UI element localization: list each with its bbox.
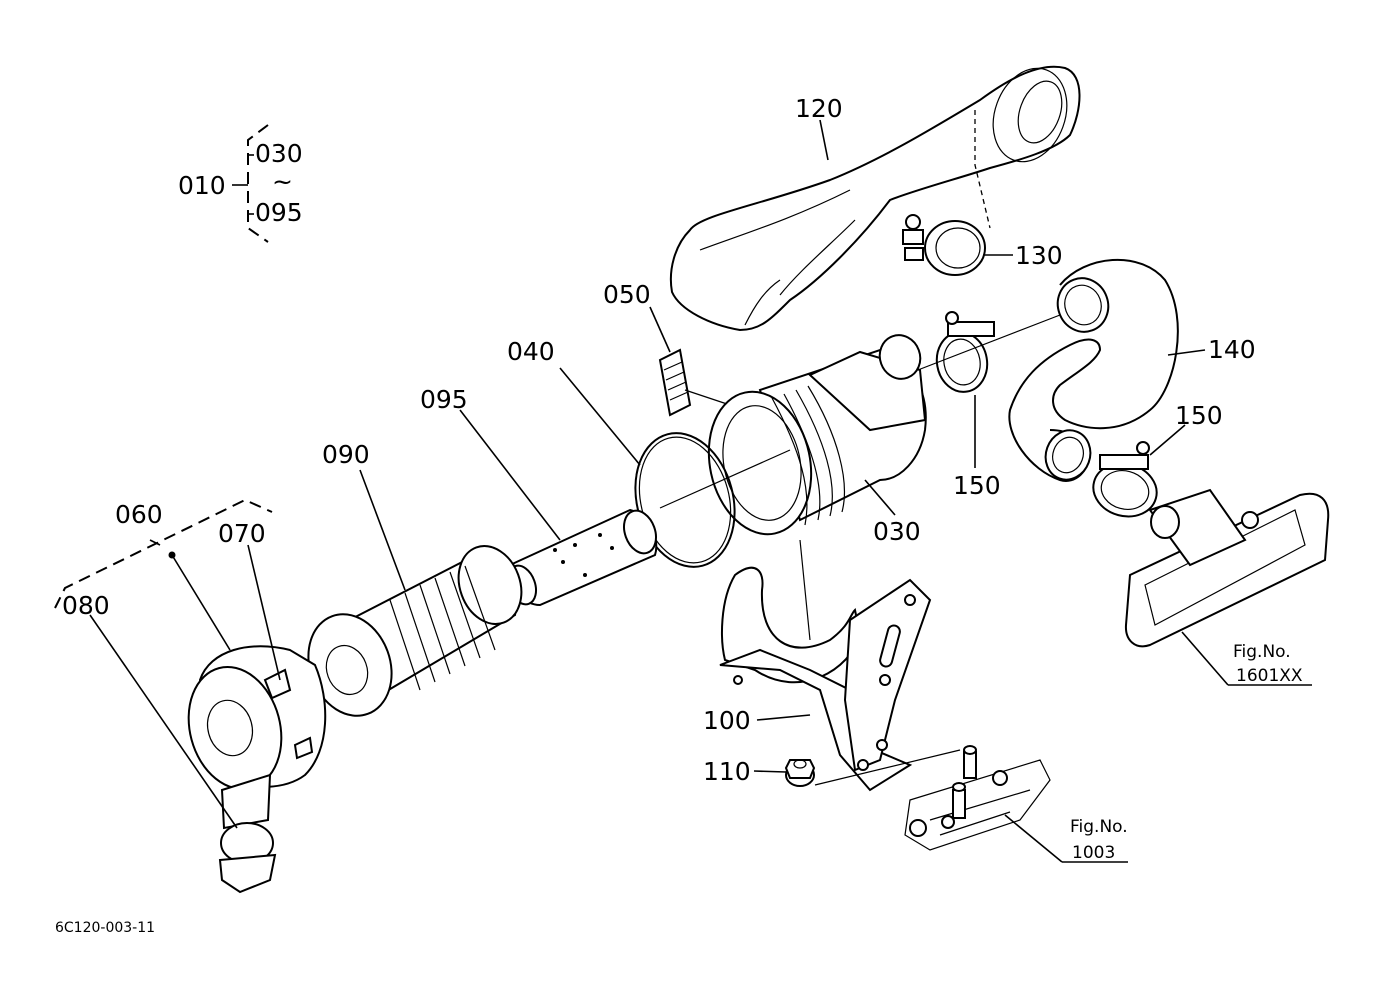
centerline-nut: [814, 749, 961, 786]
elbow-hose-140: [1008, 259, 1179, 482]
leader-080: [89, 614, 238, 829]
leader-090: [359, 469, 406, 591]
leader-110: [753, 770, 787, 773]
leader-150-lower: [1149, 424, 1186, 456]
hose-clamp-130: [902, 214, 986, 276]
label-080: 080: [62, 591, 110, 620]
leader-050: [649, 306, 671, 353]
label-095-range-end: 095: [255, 198, 303, 227]
group-bracket-060: [54, 498, 273, 609]
label-030: 030: [873, 517, 921, 546]
leader-fig-1003: [1004, 814, 1063, 863]
label-095: 095: [420, 385, 468, 414]
label-110: 110: [703, 757, 751, 786]
centerline-120: [974, 110, 991, 229]
intake-manifold-ref: [1124, 488, 1330, 648]
safety-element-095: [506, 508, 658, 607]
group-bracket: [232, 124, 269, 243]
fig-ref-label-1: Fig.No.: [1233, 642, 1291, 662]
fig-ref-label-2: Fig.No.: [1070, 817, 1128, 837]
label-050: 050: [603, 280, 651, 309]
flange-nut-110: [784, 759, 816, 787]
leader-050-b: [684, 389, 731, 406]
drawing-code: 6C120-003-11: [55, 920, 155, 936]
label-100: 100: [703, 706, 751, 735]
label-sticker-050: [658, 348, 692, 417]
leader-fig-1601xx: [1181, 631, 1229, 686]
fig-ref-number-1601xx: 1601XX: [1236, 666, 1303, 686]
fig-ref-number-1003: 1003: [1072, 843, 1115, 863]
leader-030: [864, 479, 896, 516]
label-090: 090: [322, 440, 370, 469]
label-060: 060: [115, 500, 163, 529]
leader-060: [171, 554, 231, 651]
label-130: 130: [1015, 241, 1063, 270]
main-element-090: [307, 545, 523, 717]
label-040: 040: [507, 337, 555, 366]
leader-120: [819, 119, 829, 161]
engine-block-ref: [904, 745, 1051, 851]
hose-clamp-150-lower: [1092, 441, 1158, 518]
leader-070: [247, 544, 281, 681]
label-030-range-start: 030: [255, 139, 303, 168]
leader-040: [559, 367, 641, 466]
leader-100: [756, 714, 811, 721]
leader-140: [1167, 349, 1206, 356]
centerline-bracket: [799, 539, 811, 641]
label-150-lower: 150: [1175, 401, 1223, 430]
centerline-cleaner: [659, 449, 791, 509]
label-120: 120: [795, 94, 843, 123]
cover-assembly-060: [187, 645, 327, 894]
label-150-upper: 150: [953, 471, 1001, 500]
centerline-hose: [904, 314, 1061, 376]
intake-duct-120: [669, 65, 1081, 332]
range-tilde: ~: [272, 167, 293, 196]
leader-095: [459, 409, 561, 541]
tick-060: [149, 539, 161, 546]
hose-clamp-150-upper: [935, 311, 995, 393]
mounting-bracket-100: [719, 566, 932, 792]
label-010: 010: [178, 171, 226, 200]
label-140: 140: [1208, 335, 1256, 364]
label-070: 070: [218, 519, 266, 548]
